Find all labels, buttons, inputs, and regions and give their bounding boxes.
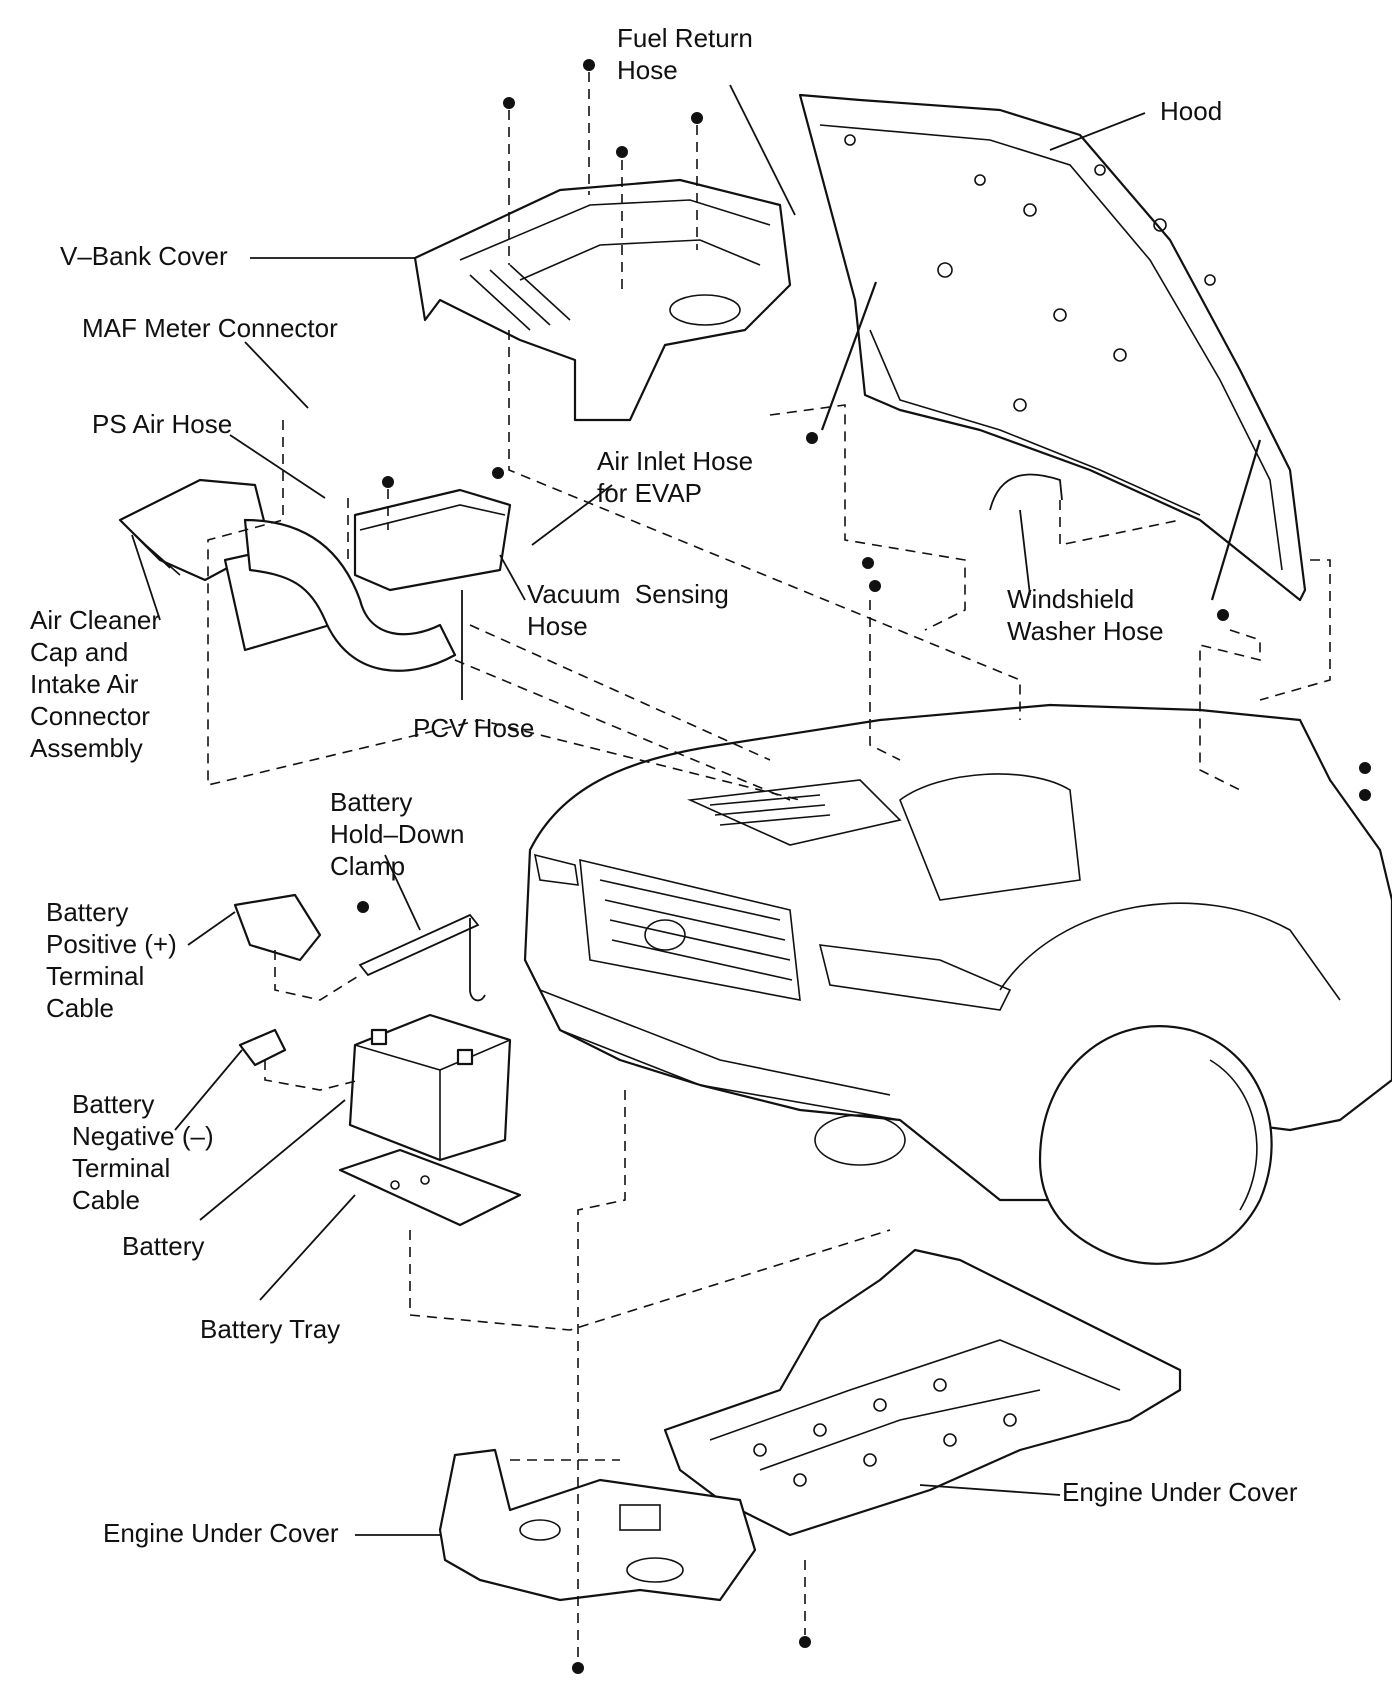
label-line: Washer Hose [1007,616,1164,646]
label-line: Battery [46,897,129,927]
label-line: Battery [72,1089,155,1119]
label-line: Positive (+) [46,929,177,959]
label-line: PCV Hose [413,713,535,743]
bolt-fasteners [357,59,1371,1674]
vehicle-body-part [523,703,1392,1265]
air-cleaner-assembly-part [118,478,512,672]
label-line: Cap and [30,637,129,667]
label-hood: Hood [1160,95,1222,127]
label-engine-under-cover-left: Engine Under Cover [103,1517,339,1549]
leader-hood [1049,112,1146,151]
battery-positive-cable-part [233,893,322,962]
leader-maf-meter-connector [244,341,309,409]
label-line: Battery [330,787,413,817]
label-leader-lines [131,84,1146,1536]
label-line: Battery Tray [200,1314,341,1344]
label-line: PS Air Hose [92,409,233,439]
leader-battery-tray [259,1194,356,1301]
label-battery-negative-cable: Battery Negative (–) Terminal Cable [72,1088,214,1216]
battery-tray-part [338,1148,522,1227]
label-battery-hold-down-clamp: Battery Hold–Down Clamp [330,786,464,882]
label-battery: Battery [122,1230,204,1262]
label-fuel-return-hose: Fuel Return Hose [617,22,753,86]
label-line: Cable [72,1185,140,1215]
label-line: Fuel Return [617,23,753,53]
label-v-bank-cover: V–Bank Cover [60,240,228,272]
leader-battery [199,1099,346,1221]
battery-part [348,1013,512,1162]
label-line: Assembly [30,733,143,763]
battery-negative-cable-part [238,1028,287,1067]
label-line: Vacuum Sensing [527,579,729,609]
label-line: Engine Under Cover [103,1518,339,1548]
label-line: Negative (–) [72,1121,214,1151]
leader-fuel-return-hose [729,84,796,216]
label-line: Terminal [46,961,145,991]
engine-under-cover-left-part [438,1448,757,1602]
leader-battery-positive [187,911,236,946]
leader-air-cleaner [131,534,161,621]
label-battery-tray: Battery Tray [200,1313,340,1345]
label-line: Hose [527,611,588,641]
label-line: Cable [46,993,114,1023]
label-line: MAF Meter Connector [82,313,338,343]
label-air-cleaner-cap: Air Cleaner Cap and Intake Air Connector… [30,604,160,764]
label-line: Hold–Down [330,819,465,849]
leader-battery-negative [174,1049,243,1131]
label-line: Hood [1160,96,1223,126]
leader-engine-under-cover-right [919,1484,1061,1496]
label-line: Engine Under Cover [1062,1477,1298,1507]
label-line: Hose [617,55,678,85]
leader-air-inlet-hose [531,484,613,546]
label-line: Battery [122,1231,205,1261]
label-line: Windshield [1007,584,1135,614]
label-battery-positive-cable: Battery Positive (+) Terminal Cable [46,896,177,1024]
label-line: Air Inlet Hose [597,446,754,476]
label-line: Clamp [330,851,406,881]
label-ps-air-hose: PS Air Hose [92,408,232,440]
assembly-dashed-lines [207,72,1331,1660]
label-line: Connector [30,701,150,731]
leader-vacuum-sensing-hose [499,554,526,601]
label-vacuum-sensing-hose: Vacuum Sensing Hose [527,578,729,642]
label-line: Intake Air [30,669,139,699]
label-air-inlet-hose: Air Inlet Hose for EVAP [597,445,753,509]
leader-battery-hold-down-clamp [384,854,421,931]
label-engine-under-cover-right: Engine Under Cover [1062,1476,1298,1508]
battery-hold-down-clamp-part [358,913,486,1002]
label-maf-meter-connector: MAF Meter Connector [82,312,338,344]
v-bank-cover-part [413,178,792,422]
label-line: Terminal [72,1153,171,1183]
label-windshield-washer-hose: Windshield Washer Hose [1007,583,1164,647]
label-line: V–Bank Cover [60,241,228,271]
label-line: Air Cleaner [30,605,161,635]
leader-windshield-washer-hose [1019,509,1031,596]
leader-ps-air-hose [229,434,326,499]
label-line: for EVAP [597,478,703,508]
label-pcv-hose: PCV Hose [413,712,534,744]
hood-part [798,93,1307,602]
